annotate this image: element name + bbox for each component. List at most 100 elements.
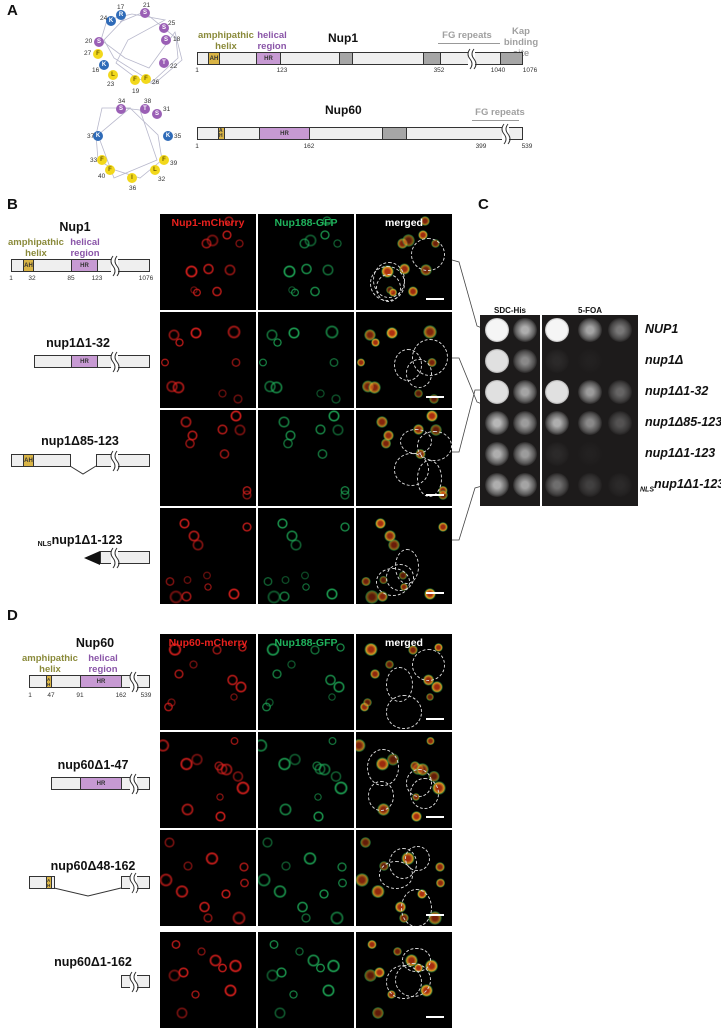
channel-label: merged bbox=[385, 217, 423, 229]
nucleus bbox=[232, 770, 244, 783]
nucleus bbox=[413, 389, 423, 399]
nucleus bbox=[431, 681, 443, 693]
nucleus bbox=[286, 530, 299, 543]
residue-l32: L bbox=[150, 165, 160, 175]
hr-segment: HR bbox=[80, 777, 122, 790]
tick: 162 bbox=[303, 143, 315, 150]
nucleus bbox=[215, 792, 224, 802]
residue-number: 39 bbox=[170, 160, 178, 167]
nucleus bbox=[361, 577, 371, 587]
nucleus bbox=[175, 884, 189, 899]
nucleus bbox=[190, 326, 203, 339]
nucleus bbox=[181, 802, 195, 816]
nucleus bbox=[214, 761, 224, 771]
spot-sdc-2 bbox=[513, 442, 537, 466]
residue-f33: F bbox=[97, 155, 107, 165]
nucleus bbox=[280, 860, 292, 871]
nucleus bbox=[340, 490, 351, 501]
tick: 399 bbox=[475, 143, 487, 150]
residue-k35: K bbox=[163, 131, 173, 141]
nucleus bbox=[315, 963, 326, 973]
tick: 1 bbox=[28, 692, 32, 699]
nucleus bbox=[168, 590, 183, 604]
nucleus bbox=[269, 939, 279, 949]
cell-outline bbox=[388, 848, 418, 880]
nucleus bbox=[273, 884, 287, 899]
nucleus bbox=[235, 681, 247, 693]
channel-label: Nup188-GFP bbox=[274, 217, 338, 229]
residue-l23: L bbox=[108, 70, 118, 80]
residue-number: 24 bbox=[100, 15, 108, 22]
micrograph-merged bbox=[356, 410, 452, 506]
nucleus bbox=[301, 912, 312, 924]
nucleus bbox=[211, 644, 222, 655]
nucleus bbox=[388, 538, 401, 551]
nucleus bbox=[179, 518, 191, 530]
nucleus bbox=[407, 286, 418, 297]
cell-outline bbox=[402, 947, 431, 973]
nucleus bbox=[303, 233, 317, 247]
nucleus bbox=[279, 591, 290, 602]
nucleus bbox=[279, 802, 293, 816]
micrograph-mcherry bbox=[160, 508, 256, 604]
nucleus bbox=[393, 947, 402, 956]
nucleus bbox=[234, 423, 247, 436]
nucleus bbox=[202, 571, 212, 580]
nucleus bbox=[296, 901, 309, 913]
nucleus bbox=[184, 438, 196, 449]
nucleus bbox=[230, 410, 243, 422]
nucleus bbox=[205, 851, 219, 866]
nucleus bbox=[223, 983, 237, 997]
ah-segment: AH bbox=[208, 52, 220, 65]
nucleus bbox=[202, 263, 215, 276]
micrograph-mcherry: Nup1-mCherry bbox=[160, 214, 256, 310]
nucleus bbox=[313, 792, 322, 802]
nucleus bbox=[315, 389, 325, 399]
spot-sdc-2 bbox=[513, 380, 537, 404]
nucleus bbox=[197, 947, 206, 956]
nucleus bbox=[356, 358, 366, 367]
nucleus bbox=[241, 522, 252, 533]
nucleus bbox=[198, 901, 211, 913]
nup1-fg-label: FG repeats bbox=[442, 30, 492, 41]
spot-foa-3 bbox=[608, 442, 632, 466]
nucleus bbox=[216, 423, 229, 435]
residue-r17: R bbox=[116, 10, 126, 20]
construct-title: nup60Δ1-162 bbox=[54, 955, 132, 969]
break-icon bbox=[129, 671, 139, 693]
nucleus bbox=[171, 939, 181, 949]
residue-number: 22 bbox=[170, 63, 178, 70]
nup60-title: Nup60 bbox=[325, 103, 362, 117]
nucleus bbox=[258, 738, 268, 752]
nucleus bbox=[183, 575, 192, 584]
residue-s21: S bbox=[140, 8, 150, 18]
nucleus bbox=[435, 877, 446, 888]
nucleus bbox=[363, 697, 373, 707]
residue-t22: T bbox=[159, 58, 169, 68]
nucleus bbox=[189, 660, 199, 670]
nucleus bbox=[184, 264, 198, 278]
nucleus bbox=[317, 448, 328, 459]
nucleus bbox=[192, 538, 205, 551]
nucleus bbox=[186, 429, 198, 441]
nucleus bbox=[330, 911, 344, 926]
hr-segment: HR bbox=[259, 127, 310, 140]
tick: 1076 bbox=[522, 67, 538, 74]
micrograph-gfp bbox=[258, 732, 354, 828]
nucleus bbox=[370, 338, 380, 348]
residue-number: 21 bbox=[143, 2, 151, 9]
residue-number: 20 bbox=[85, 38, 93, 45]
nucleus bbox=[398, 263, 411, 276]
nucleus bbox=[327, 692, 336, 702]
nucleus bbox=[328, 410, 341, 422]
nucleus bbox=[434, 862, 446, 873]
nucleus bbox=[231, 357, 241, 368]
spot-foa-3 bbox=[608, 473, 632, 497]
nucleus bbox=[261, 837, 274, 849]
nucleus bbox=[364, 643, 378, 657]
micrograph-mcherry bbox=[160, 932, 256, 1028]
residue-number: 37 bbox=[87, 133, 95, 140]
nucleus bbox=[203, 912, 214, 924]
residue-s18: S bbox=[161, 35, 171, 45]
nucleus bbox=[410, 761, 420, 771]
